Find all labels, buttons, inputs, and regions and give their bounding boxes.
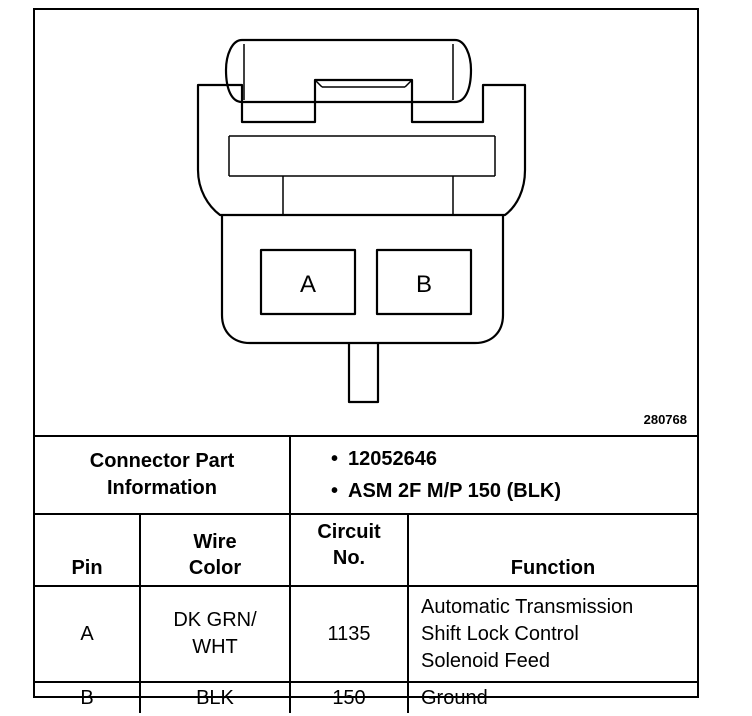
wire-color-cell: BLK	[139, 681, 291, 713]
pin-cavity-b	[375, 248, 473, 316]
pin-label-b: B	[416, 271, 432, 298]
connector-housing-lower	[220, 215, 505, 345]
wire-color-header: Wire Color	[139, 513, 291, 587]
connector-latch	[224, 38, 473, 104]
connector-drawing: A B	[196, 38, 527, 404]
wire-color-cell: DK GRN/ WHT	[139, 585, 291, 683]
function-header: Function	[406, 513, 698, 587]
pin-header: Pin	[35, 513, 141, 587]
pin-cell: A	[35, 585, 141, 683]
connector-part-label: Connector Part Information	[35, 435, 291, 515]
function-cell: Ground	[406, 681, 698, 713]
table-row: A DK GRN/ WHT 1135 Automatic Transmissio…	[35, 585, 698, 683]
diagram-frame: A B 280768 Connector Part Information •1…	[33, 8, 699, 713]
pin-cavity-a	[259, 248, 357, 316]
connector-stub	[347, 343, 380, 404]
part-number-item: •12052646	[331, 448, 437, 470]
pin-cell: B	[35, 681, 141, 713]
part-name: ASM 2F M/P 150 (BLK)	[348, 480, 562, 502]
connector-part-values: •12052646 •ASM 2F M/P 150 (BLK)	[288, 435, 698, 515]
part-number: 12052646	[348, 448, 437, 470]
part-name-item: •ASM 2F M/P 150 (BLK)	[331, 480, 562, 502]
function-cell: Automatic Transmission Shift Lock Contro…	[406, 585, 698, 683]
table-header-row: Pin Wire Color Circuit No. Function	[35, 513, 698, 587]
drawing-number: 280768	[643, 412, 687, 427]
connector-housing-upper	[196, 78, 527, 217]
circuit-cell: 150	[289, 681, 409, 713]
pin-label-a: A	[300, 271, 316, 298]
connector-info-table: Connector Part Information •12052646 •AS…	[35, 435, 698, 713]
circuit-cell: 1135	[289, 585, 409, 683]
table-row: B BLK 150 Ground	[35, 681, 698, 713]
circuit-header: Circuit No.	[289, 513, 409, 587]
